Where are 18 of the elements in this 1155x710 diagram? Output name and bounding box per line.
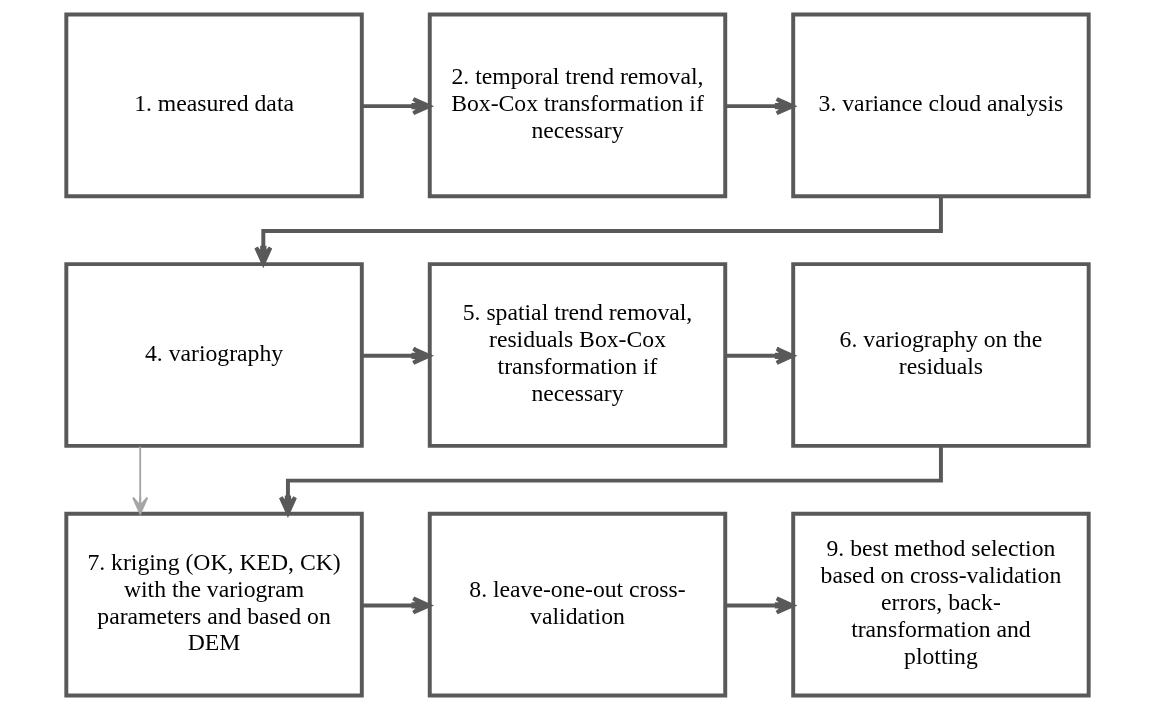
- node-box: 9. best method selection based on cross-validation errors, back-transformation and plotting: [791, 511, 1091, 698]
- node-box: 7. kriging (OK, KED, CK) with the variogram parameters and based on DEM: [64, 511, 364, 698]
- arrow: [725, 346, 795, 365]
- node-box: 4. variography: [64, 262, 364, 448]
- node-box: 8. leave-one-out cross-validation: [427, 511, 728, 698]
- arrow: [361, 346, 432, 365]
- arrow: [361, 97, 432, 116]
- node-box: 1. measured data: [64, 12, 364, 199]
- node-box: 3. variance cloud analysis: [791, 12, 1091, 199]
- arrow: [361, 596, 432, 615]
- arrow: [725, 596, 795, 615]
- arrow: [278, 446, 943, 516]
- node-box: 6. variography on the residuals: [791, 262, 1091, 448]
- arrow: [725, 97, 795, 116]
- node-box: 2. temporal trend removal, Box-Cox transformation if necessary: [427, 12, 728, 199]
- node-box: 5. spatial trend removal, residuals Box-Cox transformation if necessary: [427, 262, 728, 448]
- arrow: [254, 196, 943, 266]
- arrow: [132, 445, 149, 515]
